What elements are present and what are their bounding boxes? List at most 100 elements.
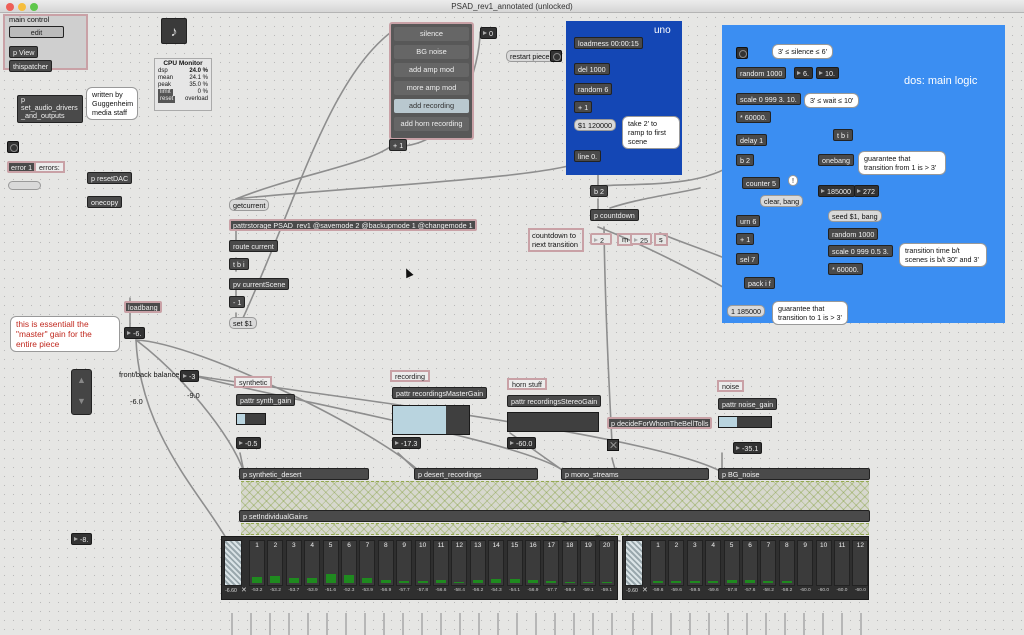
recordings-gain-slider[interactable] <box>392 405 470 435</box>
reset-dac-subpatch[interactable]: p resetDAC <box>87 172 133 184</box>
onecopy-object[interactable]: onecopy <box>87 196 123 208</box>
horn-gain-number[interactable]: -60.0 <box>507 437 537 449</box>
channel-strip[interactable]: 6 <box>341 540 357 586</box>
channel-strip[interactable]: 5 <box>723 540 740 586</box>
scene-item-add-amp-mod[interactable]: add amp mod <box>394 63 469 77</box>
close-icon[interactable]: ✕ <box>241 587 247 594</box>
dos-bang-button[interactable] <box>736 47 748 59</box>
bottom-number-box[interactable]: -8. <box>71 533 93 545</box>
channel-strip[interactable]: 14 <box>488 540 505 586</box>
pattr-recordings-master-gain[interactable]: pattr recordingsMasterGain <box>392 387 488 399</box>
uno-plus-one[interactable]: + 1 <box>574 101 593 113</box>
dos-multiply-object[interactable]: * 60000. <box>736 111 771 123</box>
channel-strip[interactable]: 2 <box>668 540 685 586</box>
dos-tbi-object[interactable]: t b i <box>833 129 853 141</box>
countdown-subpatch[interactable]: p countdown <box>590 209 639 221</box>
channel-strip[interactable]: 9 <box>396 540 413 586</box>
desert-recordings-subpatch[interactable]: p desert_recordings <box>414 468 538 480</box>
counter-object[interactable]: counter 5 <box>742 177 780 189</box>
master-fader-right[interactable] <box>625 540 643 586</box>
minimize-window-button[interactable] <box>18 3 26 11</box>
set-individual-gains-subpatch[interactable]: p setIndividualGains <box>239 510 870 522</box>
restart-piece-message[interactable]: restart piece <box>506 50 554 62</box>
channel-strip[interactable]: 17 <box>543 540 560 586</box>
limit-button[interactable]: limit <box>158 89 173 96</box>
value-272-number[interactable]: 272 <box>854 185 879 197</box>
close-icon[interactable]: ✕ <box>642 587 648 594</box>
channel-strip[interactable]: 7 <box>359 540 376 586</box>
loadmess-object[interactable]: loadmess 00:00:15 <box>574 37 643 49</box>
channel-strip[interactable]: 20 <box>598 540 615 586</box>
dos-b2-object[interactable]: b 2 <box>736 154 754 166</box>
speaker-icon[interactable]: ♪ <box>161 18 187 44</box>
scene-plus-one[interactable]: + 1 <box>389 139 408 151</box>
dos-random-second-object[interactable]: random 1000 <box>828 228 879 240</box>
set-message[interactable]: set $1 <box>229 317 257 329</box>
channel-strip[interactable]: 1 <box>249 540 265 586</box>
channel-strip[interactable]: 15 <box>506 540 523 586</box>
synthetic-desert-subpatch[interactable]: p synthetic_desert <box>239 468 369 480</box>
transition-scale-object[interactable]: scale 0 999 0.5 3. <box>828 245 893 257</box>
pview-object[interactable]: p View <box>9 46 39 58</box>
delay-object[interactable]: delay 1 <box>736 134 768 146</box>
edit-button[interactable]: edit <box>9 26 64 38</box>
value-185000-number[interactable]: 185000 <box>818 185 855 197</box>
b2-object[interactable]: b 2 <box>590 185 608 197</box>
channel-strip[interactable]: 3 <box>285 540 302 586</box>
channel-strip[interactable]: 13 <box>469 540 486 586</box>
pattrstorage-object[interactable]: pattrstorage PSAD_rev1 @savemode 2 @back… <box>229 219 477 231</box>
error-bang-button[interactable] <box>7 141 19 153</box>
channel-strip[interactable]: 8 <box>778 540 795 586</box>
random-six-object[interactable]: random 6 <box>574 83 613 95</box>
scene-item-add-horn-recording[interactable]: add horn recording <box>394 117 469 131</box>
del-object[interactable]: del 1000 <box>574 63 610 75</box>
channel-strip[interactable]: 12 <box>451 540 468 586</box>
countdown-minutes[interactable]: 2 <box>590 233 612 245</box>
pattr-noise-gain[interactable]: pattr noise_gain <box>718 398 778 410</box>
channel-strip[interactable]: 10 <box>815 540 832 586</box>
dos-multiply-second-object[interactable]: * 60000. <box>828 263 863 275</box>
countdown-seconds[interactable]: 25 <box>630 233 652 245</box>
master-fader-left[interactable] <box>224 540 242 586</box>
channel-strip[interactable]: 8 <box>377 540 394 586</box>
channel-strip[interactable]: 6 <box>742 540 758 586</box>
line-object[interactable]: line 0. <box>574 150 602 162</box>
horn-gain-slider[interactable] <box>507 412 599 432</box>
synth-gain-number[interactable]: -0.5 <box>236 437 262 449</box>
channel-strip[interactable]: 19 <box>580 540 597 586</box>
minus-one-object[interactable]: - 1 <box>229 296 246 308</box>
channel-strip[interactable]: 9 <box>797 540 814 586</box>
channel-strip[interactable]: 4 <box>705 540 722 586</box>
recordings-gain-number[interactable]: -17.3 <box>392 437 422 449</box>
scene-item-silence[interactable]: silence <box>394 27 469 41</box>
channel-strip[interactable]: 18 <box>561 540 578 586</box>
zoom-window-button[interactable] <box>30 3 38 11</box>
channel-strip[interactable]: 12 <box>852 540 869 586</box>
patcher-canvas[interactable]: main control edit p View thispatcher ♪ C… <box>0 13 1024 635</box>
reset-button[interactable]: reset <box>158 96 176 103</box>
channel-strip[interactable]: 11 <box>834 540 850 586</box>
master-gain-number[interactable]: -6. <box>124 327 146 339</box>
scene-item-bg-noise[interactable]: BG noise <box>394 45 469 59</box>
scene-index-number[interactable]: 0 <box>480 27 497 39</box>
clear-bang-message[interactable]: clear, bang <box>760 195 804 207</box>
gain-stepper[interactable]: ▲▼ <box>71 369 92 415</box>
channel-strip[interactable]: 3 <box>686 540 703 586</box>
thispatcher-object[interactable]: thispatcher <box>9 60 53 72</box>
bell-toggle[interactable] <box>607 439 619 451</box>
ramp-message[interactable]: $1 120000 <box>574 119 616 131</box>
loadbang-object[interactable]: loadbang <box>124 301 162 313</box>
dos-scale-object[interactable]: scale 0 999 3. 10. <box>736 93 801 105</box>
bell-tolls-subpatch[interactable]: p decideForWhomTheBellTolls <box>607 417 713 429</box>
pattr-recordings-stereo-gain[interactable]: pattr recordingsStereoGain <box>507 395 602 407</box>
value-1-185000-message[interactable]: 1 185000 <box>727 305 765 317</box>
errors-message-box[interactable] <box>8 181 41 190</box>
sel-object[interactable]: sel 7 <box>736 253 760 265</box>
urn-object[interactable]: urn 6 <box>736 215 761 227</box>
channel-strip[interactable]: 4 <box>304 540 321 586</box>
scene-item-more-amp-mod[interactable]: more amp mod <box>394 81 469 95</box>
pack-object[interactable]: pack i f <box>744 277 775 289</box>
channel-strip[interactable]: 7 <box>760 540 777 586</box>
channel-strip[interactable]: 2 <box>267 540 284 586</box>
dos-plus-one[interactable]: + 1 <box>736 233 755 245</box>
